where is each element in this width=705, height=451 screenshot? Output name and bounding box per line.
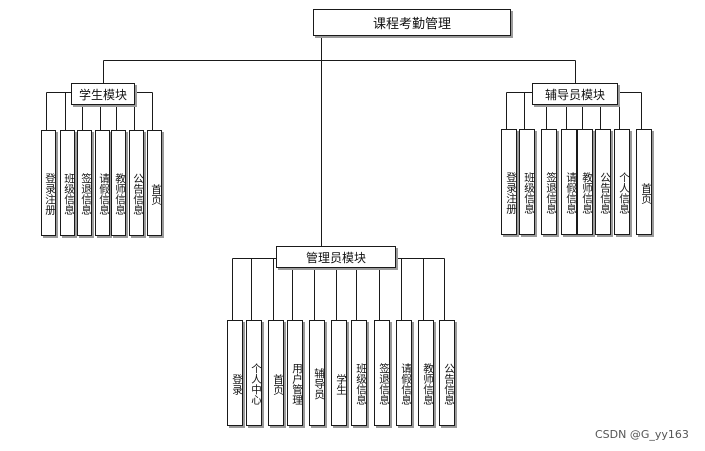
module-student-label: 学生模块 bbox=[78, 87, 127, 102]
leaf-admin-4: 辅导员 bbox=[309, 320, 325, 426]
leaf-counselor-0: 登录注册 bbox=[501, 129, 517, 235]
leaf-student-2: 签退信息 bbox=[77, 130, 92, 236]
leaf-counselor-7: 首页 bbox=[636, 129, 652, 235]
leaf-counselor-2: 签退信息 bbox=[541, 129, 557, 235]
leaf-student-4: 教师信息 bbox=[111, 130, 126, 236]
module-admin-label: 管理员模块 bbox=[305, 250, 366, 265]
leaf-counselor-6: 个人信息 bbox=[614, 129, 630, 235]
leaf-admin-10: 公告信息 bbox=[439, 320, 455, 426]
leaf-admin-0: 登录 bbox=[227, 320, 243, 426]
leaf-student-3: 请假信息 bbox=[95, 130, 110, 236]
module-counselor: 辅导员模块 bbox=[532, 83, 618, 105]
root-label: 课程考勤管理 bbox=[372, 17, 451, 32]
root-node: 课程考勤管理 bbox=[313, 9, 511, 36]
leaf-admin-9: 教师信息 bbox=[418, 320, 434, 426]
leaf-admin-6: 班级信息 bbox=[351, 320, 367, 426]
module-counselor-label: 辅导员模块 bbox=[544, 87, 605, 102]
leaf-counselor-5: 公告信息 bbox=[595, 129, 611, 235]
leaf-student-0: 登录注册 bbox=[41, 130, 56, 236]
leaf-admin-1: 个人中心 bbox=[246, 320, 262, 426]
module-student: 学生模块 bbox=[71, 83, 135, 105]
leaf-admin-5: 学生 bbox=[331, 320, 347, 426]
leaf-admin-8: 请假信息 bbox=[396, 320, 412, 426]
leaf-counselor-4: 教师信息 bbox=[577, 129, 593, 235]
leaf-admin-3: 用户管理 bbox=[287, 320, 303, 426]
watermark: CSDN @G_yy163 bbox=[595, 428, 689, 441]
leaf-counselor-3: 请假信息 bbox=[561, 129, 577, 235]
leaf-counselor-1: 班级信息 bbox=[519, 129, 535, 235]
leaf-student-1: 班级信息 bbox=[60, 130, 75, 236]
leaf-admin-2: 首页 bbox=[268, 320, 284, 426]
leaf-student-6: 首页 bbox=[147, 130, 162, 236]
leaf-admin-7: 签退信息 bbox=[374, 320, 390, 426]
module-admin: 管理员模块 bbox=[276, 246, 396, 268]
leaf-student-5: 公告信息 bbox=[129, 130, 144, 236]
